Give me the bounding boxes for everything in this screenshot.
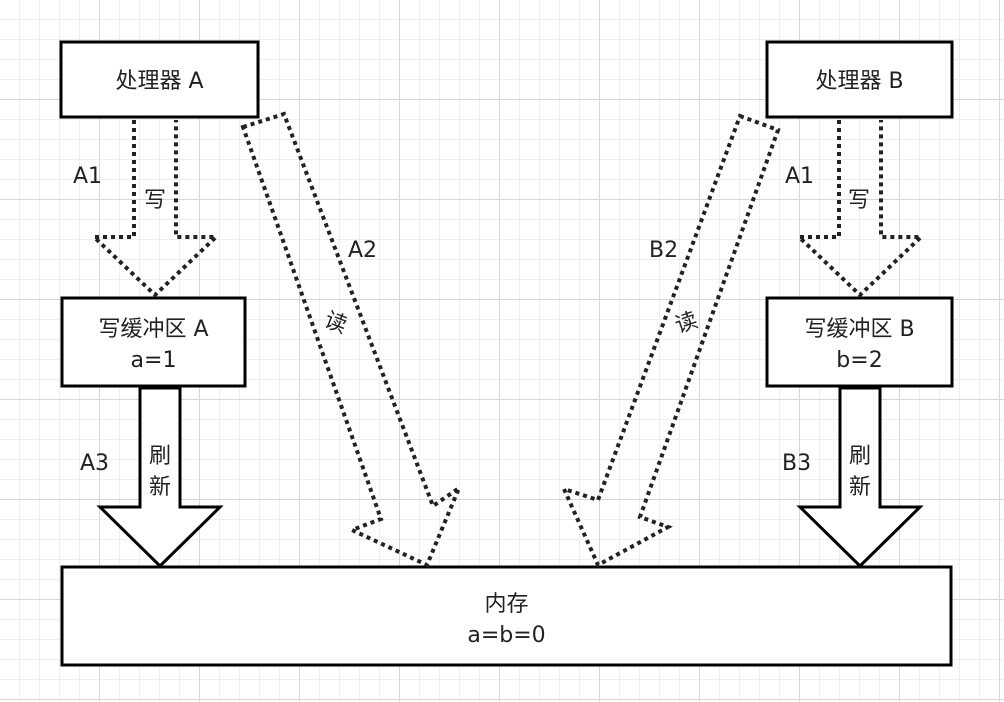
edge-b2-arrow <box>560 113 781 568</box>
processor-a-node[interactable]: 处理器 A <box>59 40 260 119</box>
edge-b3-step-label: B3 <box>782 451 811 476</box>
memory-node[interactable]: 内存 a=b=0 <box>60 565 953 667</box>
edge-b2-step-label: B2 <box>649 238 678 263</box>
edge-a3-arrow <box>96 386 224 569</box>
edge-b3-arrow <box>796 386 924 569</box>
write-buffer-b-node[interactable]: 写缓冲区 B b=2 <box>765 296 954 388</box>
write-buffer-a-label: 写缓冲区 A <box>98 317 208 342</box>
write-buffer-b-value: b=2 <box>836 348 882 373</box>
edge-b2-read: B2 读 <box>560 113 781 568</box>
processor-b-label: 处理器 B <box>815 69 903 94</box>
edge-b1-write: A1 写 <box>785 120 927 298</box>
edge-a3-action-line1: 刷 <box>149 444 171 469</box>
edge-a3-action-line2: 新 <box>149 475 171 500</box>
edge-b3-flush: B3 刷 新 <box>782 386 924 569</box>
processor-b-node[interactable]: 处理器 B <box>765 40 954 119</box>
edge-a2-step-label: A2 <box>348 238 377 263</box>
edge-b2-action-label: 读 <box>672 308 701 339</box>
edge-a2-read: A2 读 <box>240 111 464 568</box>
edge-a3-step-label: A3 <box>80 451 109 476</box>
write-buffer-b-label: 写缓冲区 B <box>804 317 914 342</box>
edge-a1-action-label: 写 <box>144 188 166 213</box>
edge-b3-action-line2: 新 <box>849 475 871 500</box>
write-buffer-a-node[interactable]: 写缓冲区 A a=1 <box>60 296 247 388</box>
edge-a1-write: A1 写 <box>73 120 222 298</box>
processor-a-label: 处理器 A <box>115 69 203 94</box>
write-buffer-a-value: a=1 <box>131 348 177 373</box>
edge-a3-flush: A3 刷 新 <box>80 386 224 569</box>
edge-b1-step-label: A1 <box>785 164 814 189</box>
edge-a1-step-label: A1 <box>73 164 102 189</box>
edge-b1-arrow <box>793 120 927 298</box>
edge-a2-action-label: 读 <box>321 308 351 339</box>
memory-label: 内存 <box>484 592 528 617</box>
edge-a2-arrow <box>240 111 464 568</box>
edge-b3-action-line1: 刷 <box>849 444 871 469</box>
memory-value: a=b=0 <box>467 623 545 648</box>
edge-a1-arrow <box>88 120 222 298</box>
edge-b1-action-label: 写 <box>848 188 870 213</box>
